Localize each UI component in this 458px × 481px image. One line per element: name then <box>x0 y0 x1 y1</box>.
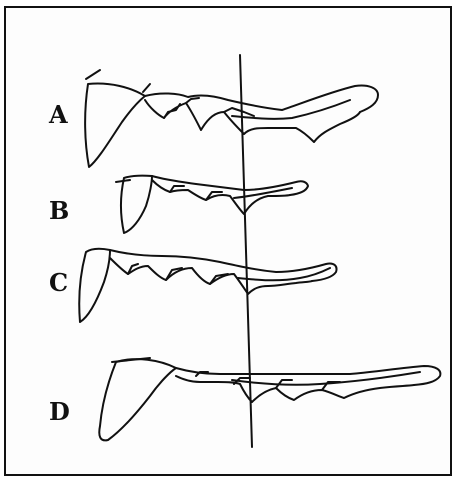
label-b: B <box>49 199 69 223</box>
jaw-b-body-bottom <box>152 180 290 214</box>
jaw-a-body-top <box>145 85 378 112</box>
jaw-d-ramus <box>99 359 176 440</box>
jaw-b-ramus <box>121 176 152 233</box>
jaw-b <box>116 176 308 233</box>
jaw-c-ramus <box>79 249 110 322</box>
jaw-a-ramus <box>85 84 145 167</box>
jaw-a <box>85 70 378 167</box>
label-a: A <box>49 103 68 127</box>
jaw-a-tooth-1 <box>164 104 180 118</box>
jaw-c-canal <box>238 268 330 280</box>
jaw-d-body-bottom <box>176 376 414 402</box>
jaw-a-tooth-2 <box>186 98 199 103</box>
jaw-d <box>99 358 440 440</box>
jaw-c <box>79 249 336 322</box>
jaw-c-body-bottom <box>110 258 312 294</box>
jaw-b-condyle-tick <box>116 180 130 182</box>
label-c: C <box>49 271 68 295</box>
jaw-a-condyle-tick <box>86 70 100 79</box>
jaw-a-canal <box>232 100 350 119</box>
jaw-a-condyle-tick-2 <box>143 84 150 92</box>
label-d: D <box>49 400 70 424</box>
jaw-a-tooth-3 <box>224 108 254 116</box>
